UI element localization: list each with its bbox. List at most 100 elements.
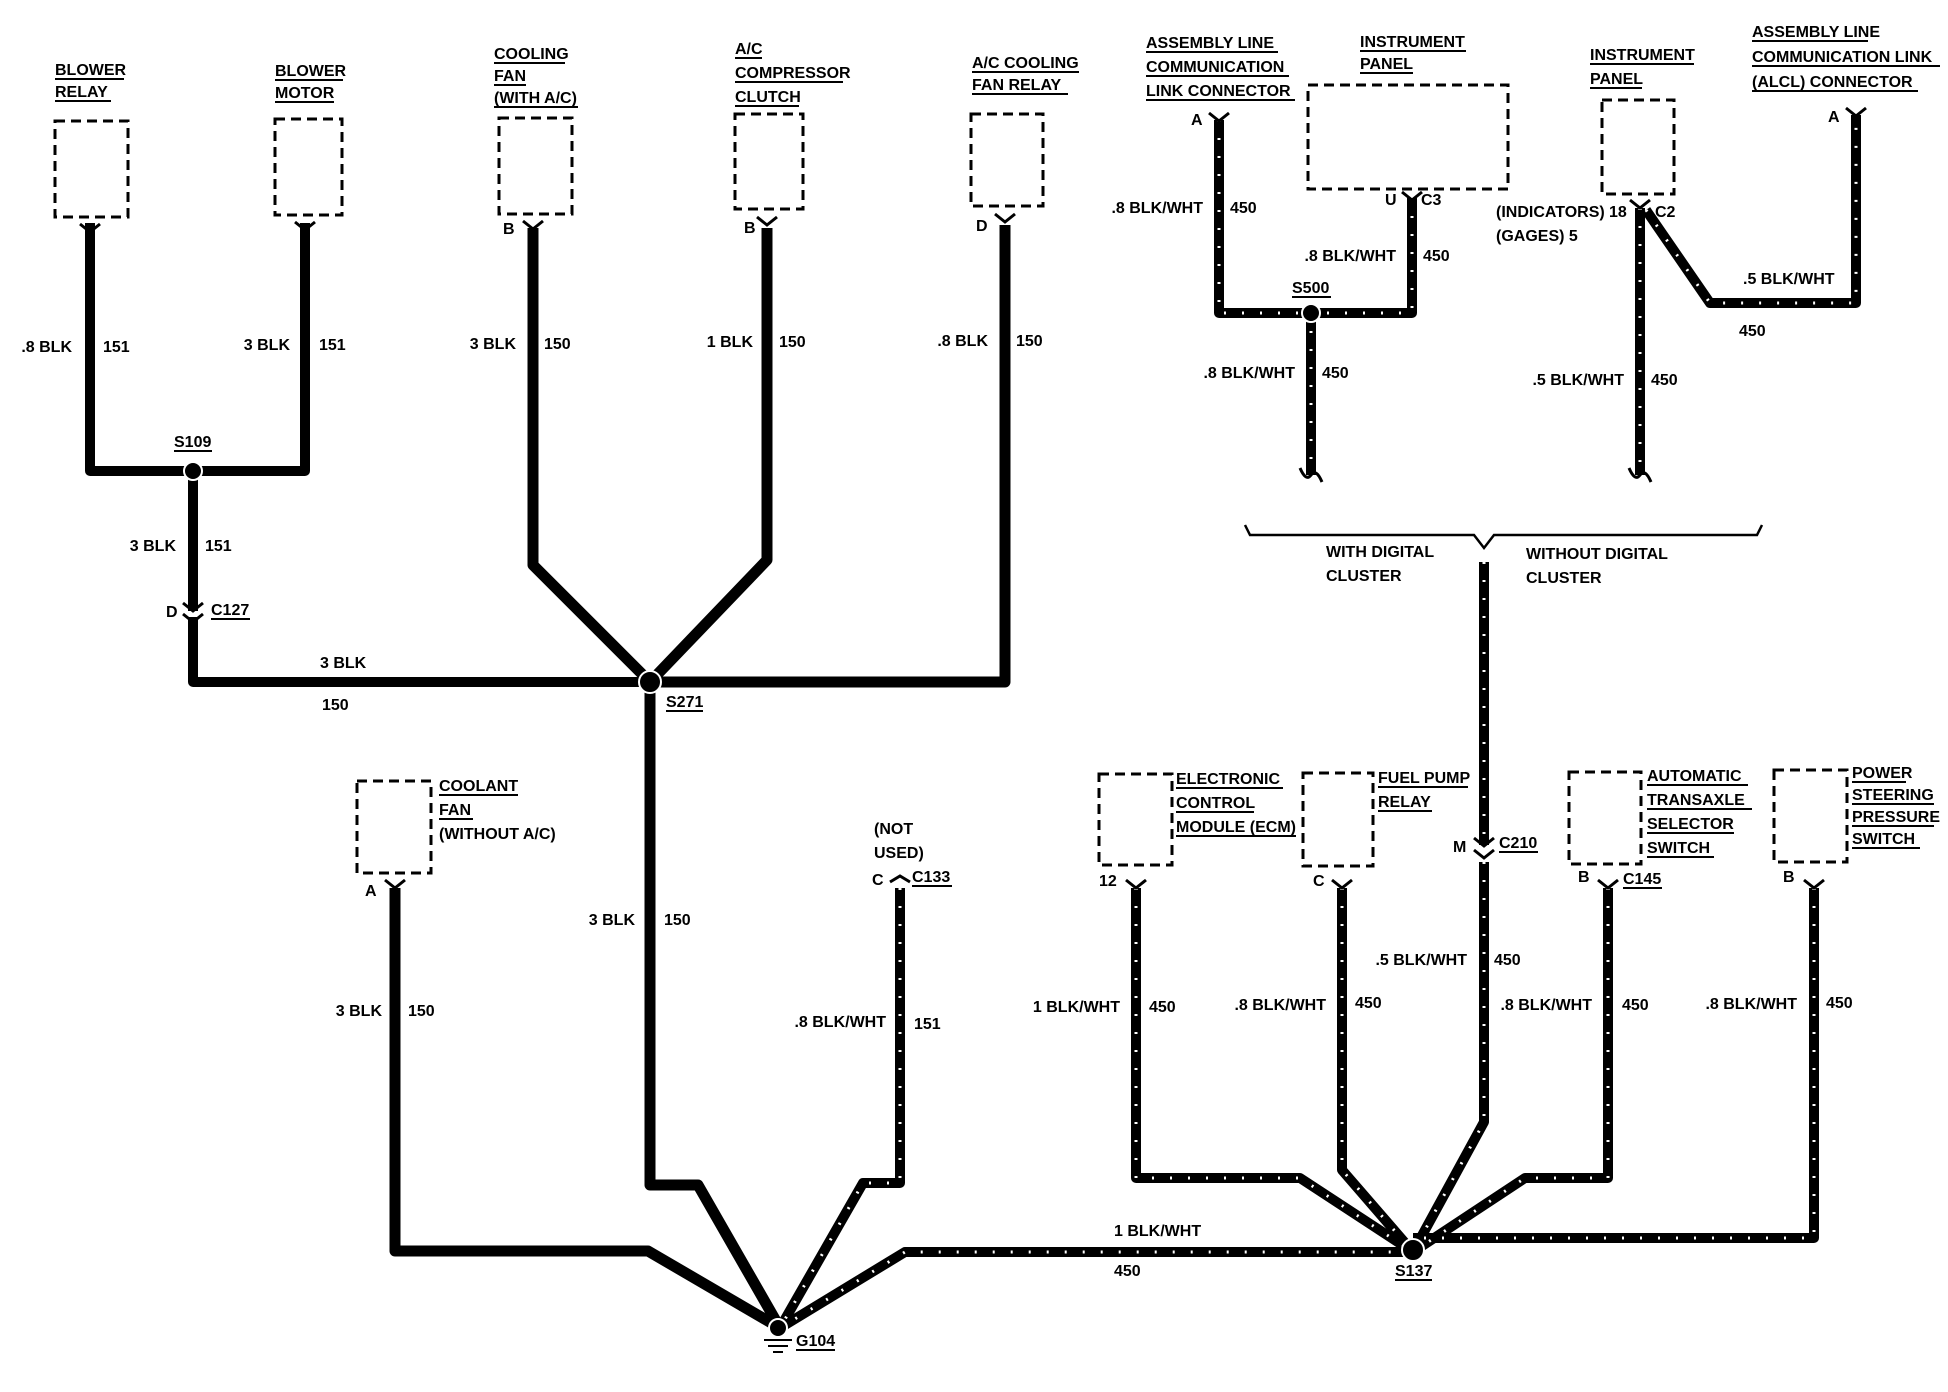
circuit-ecm: 450: [1149, 999, 1176, 1016]
g104-label: G104: [796, 1333, 835, 1350]
wire-c127-s271: [188, 617, 655, 687]
circuit-blower-relay: 151: [103, 339, 130, 356]
splice-points: [183, 303, 1425, 1338]
cooling-fan-box: [497, 116, 574, 216]
wire-blower-motor: [188, 223, 310, 476]
wire-alcl-right: [1641, 115, 1861, 308]
gauge-transaxle: .8 BLK/WHT: [1500, 997, 1592, 1014]
digital-cluster-brace: [1243, 524, 1764, 551]
circuit-ps-switch: 450: [1826, 995, 1853, 1012]
conn-ip-left: C3: [1421, 192, 1442, 209]
coolant-fan-box: [355, 779, 433, 875]
gauge-c127-s271: 3 BLK: [320, 655, 367, 672]
c127-label: C127: [211, 602, 249, 619]
circuit-blower-motor: 151: [319, 337, 346, 354]
gauge-ac-fan-relay: .8 BLK: [937, 333, 988, 350]
s271-label: S271: [666, 694, 703, 711]
gauge-coolant-fan: 3 BLK: [336, 1003, 383, 1020]
circuit-alcl-right: 450: [1739, 323, 1766, 340]
circuit-transaxle: 450: [1622, 997, 1649, 1014]
gauge-ip-right-down: .5 BLK/WHT: [1532, 372, 1624, 389]
gauge-s500-down: .8 BLK/WHT: [1203, 365, 1295, 382]
pin-coolant-fan: A: [365, 883, 377, 900]
gauge-ecm: 1 BLK/WHT: [1033, 999, 1120, 1016]
circuit-s271-ground: 150: [664, 912, 691, 929]
ac-clutch-box: [733, 112, 805, 211]
wire-ip-left: [1311, 198, 1417, 318]
gauge-fuel-pump: .8 BLK/WHT: [1234, 997, 1326, 1014]
wire-cooling-fan: [527, 228, 654, 686]
pin-ip-right: 18: [1609, 204, 1627, 221]
instrument-panel-right-box: [1600, 98, 1676, 196]
indicators-note: (INDICATORS): [1496, 204, 1605, 221]
pin-ps-switch: B: [1783, 869, 1795, 886]
gauge-ac-clutch: 1 BLK: [707, 334, 754, 351]
pin-ac-clutch: B: [744, 220, 756, 237]
gauge-ps-switch: .8 BLK/WHT: [1705, 996, 1797, 1013]
wire-ac-fan-relay: [650, 225, 1011, 688]
pin-labels: B B D A U C3 18 C2 A D A C 12 C M B B (I…: [166, 109, 1840, 900]
gauge-c133: .8 BLK/WHT: [794, 1014, 886, 1031]
circuit-coolant-fan: 150: [408, 1003, 435, 1020]
instrument-panel-left-box: [1306, 83, 1510, 191]
circuit-ip-left: 450: [1423, 248, 1450, 265]
splice-s137: [1401, 1238, 1425, 1262]
circuit-c127-s271: 150: [322, 697, 349, 714]
c210-label: C210: [1499, 835, 1537, 852]
wire-c210: [1408, 862, 1489, 1255]
s109-label: S109: [174, 434, 211, 451]
blower-motor-box: [273, 117, 344, 217]
splice-s271: [638, 670, 662, 694]
ground-point: [768, 1318, 788, 1338]
gauge-blower-motor: 3 BLK: [244, 337, 291, 354]
blower-relay-box: [53, 119, 130, 219]
s137-label: S137: [1395, 1263, 1432, 1280]
pin-ac-fan-relay: D: [976, 218, 988, 235]
pin-alcl-left: A: [1191, 112, 1203, 129]
ac-fan-relay-box: [969, 112, 1045, 208]
component-boxes: [53, 83, 1849, 875]
gauge-c210: .5 BLK/WHT: [1375, 952, 1467, 969]
splice-s500: [1301, 303, 1321, 323]
pin-c127: D: [166, 604, 178, 621]
pin-cooling-fan: B: [503, 221, 515, 238]
ground-symbol: [764, 1339, 792, 1353]
wire-s137-ground: [777, 1247, 1413, 1333]
c133-label: C133: [912, 869, 950, 886]
circuit-alcl-left: 450: [1230, 200, 1257, 217]
pin-c210: M: [1453, 839, 1466, 856]
circuit-s137-ground: 450: [1114, 1263, 1141, 1280]
wire-break-marks: [1298, 467, 1653, 483]
solid-black-wires: [85, 223, 1011, 1333]
fuel-pump-relay-box: [1301, 771, 1375, 868]
pin-ip-left: U: [1385, 192, 1397, 209]
gauge-s137-ground: 1 BLK/WHT: [1114, 1223, 1201, 1240]
gauge-cooling-fan: 3 BLK: [470, 336, 517, 353]
wire-fuel-pump: [1337, 888, 1417, 1256]
gauge-alcl-right: .5 BLK/WHT: [1743, 271, 1835, 288]
circuit-c133: 151: [914, 1016, 941, 1033]
reference-ids: S109 S271 S500 S137 C127 C133 C210 C145 …: [174, 280, 1661, 1350]
connector-terminals: [79, 106, 1867, 890]
gauge-s109-down: 3 BLK: [130, 538, 177, 555]
transaxle-switch-box: [1567, 770, 1643, 866]
wire-s271-ground: [644, 682, 785, 1331]
pin-ecm: 12: [1099, 873, 1117, 890]
